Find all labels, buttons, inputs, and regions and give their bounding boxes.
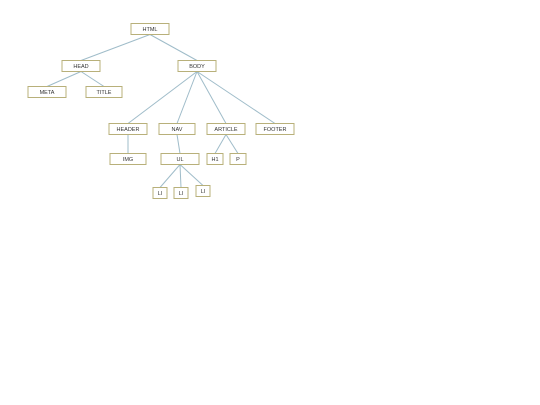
edge-head-meta: [46, 71, 82, 87]
node-head: HEAD: [61, 60, 101, 72]
node-box: [173, 187, 189, 199]
node-box: [229, 153, 247, 165]
node-box: [109, 153, 147, 165]
edge-ul-li3: [179, 164, 204, 186]
edge-ul-li2: [179, 164, 182, 188]
node-label: BODY: [189, 64, 205, 70]
node-html: HTML: [130, 23, 170, 35]
node-label: FOOTER: [264, 127, 287, 133]
node-p: P: [229, 153, 247, 165]
node-box: [206, 123, 246, 135]
node-label: HEADER: [117, 127, 140, 133]
node-label: IMG: [123, 157, 133, 163]
node-h1: H1: [206, 153, 224, 165]
node-label: LI: [158, 191, 163, 197]
edge-ul-li1: [159, 164, 181, 188]
edge-body-article: [196, 71, 227, 124]
node-nav: NAV: [158, 123, 196, 135]
node-li3: LI: [195, 185, 211, 197]
node-box: [27, 86, 67, 98]
node-box: [130, 23, 170, 35]
node-box: [108, 123, 148, 135]
edge-head-title: [80, 71, 105, 87]
node-box: [195, 185, 211, 197]
node-body: BODY: [177, 60, 217, 72]
node-box: [206, 153, 224, 165]
edge-article-h1: [214, 134, 227, 154]
node-meta: META: [27, 86, 67, 98]
node-box: [158, 123, 196, 135]
edge-nav-ul: [176, 134, 181, 154]
node-box: [160, 153, 200, 165]
edge-html-head: [80, 34, 151, 61]
node-img: IMG: [109, 153, 147, 165]
node-box: [152, 187, 168, 199]
node-box: [255, 123, 295, 135]
edge-body-footer: [196, 71, 276, 124]
tree-nodes: HTML HEAD BODY META TITLE HEADER NAV ARTICLE FOO…: [27, 23, 295, 199]
node-label: P: [236, 157, 240, 163]
edge-article-p: [225, 134, 239, 154]
node-title: TITLE: [85, 86, 123, 98]
node-ul: UL: [160, 153, 200, 165]
edge-body-header: [127, 71, 198, 124]
node-footer: FOOTER: [255, 123, 295, 135]
node-header: HEADER: [108, 123, 148, 135]
node-label: ARTICLE: [214, 127, 237, 133]
node-label: HTML: [143, 27, 158, 33]
node-box: [61, 60, 101, 72]
edge-html-body: [149, 34, 198, 61]
node-label: UL: [176, 157, 183, 163]
node-article: ARTICLE: [206, 123, 246, 135]
node-label: H1: [211, 157, 218, 163]
node-label: NAV: [172, 127, 183, 133]
node-label: LI: [179, 191, 184, 197]
node-label: TITLE: [97, 90, 112, 96]
tree-edges: [46, 34, 276, 188]
node-label: LI: [201, 189, 206, 195]
edge-body-nav: [176, 71, 198, 124]
node-box: [177, 60, 217, 72]
node-li1: LI: [152, 187, 168, 199]
node-label: HEAD: [73, 64, 88, 70]
node-label: META: [40, 90, 55, 96]
node-li2: LI: [173, 187, 189, 199]
node-box: [85, 86, 123, 98]
